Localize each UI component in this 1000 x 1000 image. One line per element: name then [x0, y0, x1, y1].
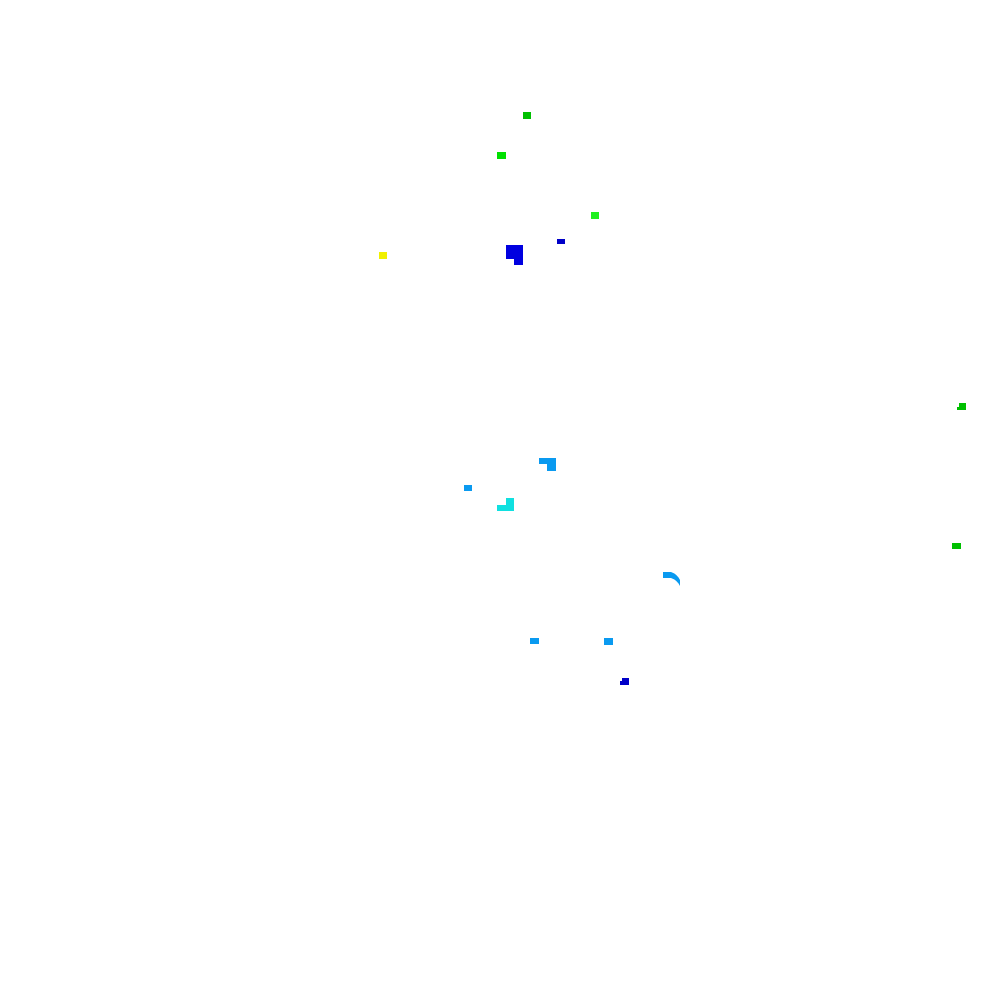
speck-8	[539, 458, 556, 471]
speck-9	[464, 485, 472, 491]
speck-2	[497, 152, 506, 159]
speck-14	[604, 638, 613, 645]
speck-3	[591, 212, 599, 219]
speck-13	[530, 638, 539, 644]
speck-11	[952, 543, 961, 549]
speck-6	[557, 239, 565, 244]
speck-12	[663, 572, 680, 586]
speck-10	[497, 498, 514, 511]
speck-1	[523, 112, 531, 119]
speck-15	[620, 678, 629, 685]
speck-7	[957, 403, 966, 410]
speck-4	[379, 252, 387, 259]
speck-5	[506, 245, 523, 265]
